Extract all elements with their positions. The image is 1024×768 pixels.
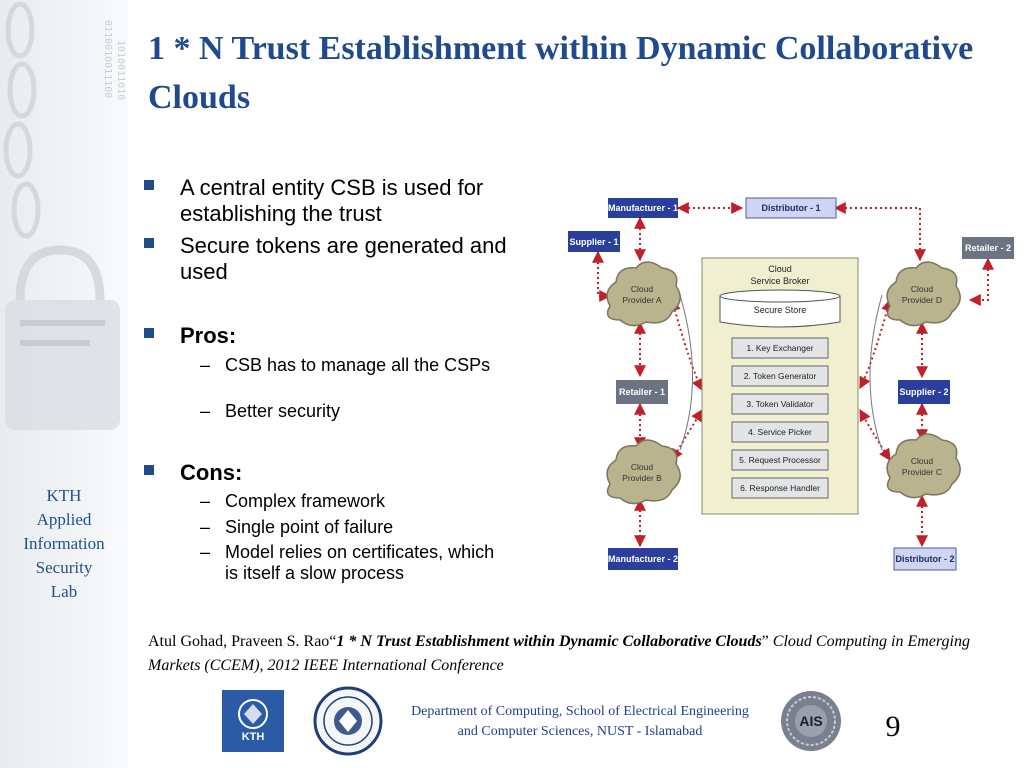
broker-module-label: 6. Response Handler xyxy=(740,483,820,493)
sidebar-lab-line: KTH xyxy=(46,486,82,505)
broker-module-label: 5. Request Processor xyxy=(739,455,821,465)
distributor2-box xyxy=(893,547,957,571)
retailer2-box xyxy=(962,237,1014,259)
cloud-label: Provider B xyxy=(622,473,662,483)
retailer1-box xyxy=(616,380,668,404)
manufacturer1-label: Manufacturer - 1 xyxy=(608,203,678,213)
broker-module-box xyxy=(731,393,829,415)
supplier2-label: Supplier - 2 xyxy=(899,387,948,397)
manufacturer2-box xyxy=(608,548,678,570)
bullet-square-icon xyxy=(144,238,154,248)
broker-module-box xyxy=(731,337,829,359)
sub-bullet-text: Better security xyxy=(225,401,341,421)
bullet-square-icon xyxy=(144,180,154,190)
kth-logo-text: KTH xyxy=(242,731,265,743)
sidebar-lab-line: Information xyxy=(23,534,105,553)
slide-title: 1 * N Trust Establishment within Dynamic… xyxy=(148,30,974,116)
trust-architecture-diagram: Manufacturer - 1 Distributor - 1 Supplie… xyxy=(568,197,1014,571)
manufacturer2-label: Manufacturer - 2 xyxy=(608,554,678,564)
ais-logo: AIS xyxy=(781,691,841,751)
dash-icon: – xyxy=(200,517,211,537)
sidebar-lab-line: Security xyxy=(35,558,93,577)
svg-text:1010011010: 1010011010 xyxy=(115,40,126,100)
supplier1-box xyxy=(568,231,620,252)
broker-module-label: 2. Token Generator xyxy=(744,371,817,381)
secure-store-cylinder: Secure Store xyxy=(719,289,841,328)
sub-bullet-text: Model relies on certificates, which is i… xyxy=(225,542,495,583)
supplier2-box xyxy=(898,380,950,404)
cons-heading: Cons: xyxy=(180,460,243,485)
citation-close-quote: ” xyxy=(761,633,769,650)
sidebar: 0110010011100 1010011010 KTH Applied Inf… xyxy=(0,0,128,768)
cloud-label: Cloud xyxy=(911,456,933,466)
citation-paper-title: 1 * N Trust Establishment within Dynamic… xyxy=(336,633,762,650)
page-number: 9 xyxy=(885,710,901,743)
pros-heading: Pros: xyxy=(180,323,237,348)
kth-logo: KTH xyxy=(222,690,284,752)
nust-seal-logo xyxy=(313,686,383,756)
distributor1-box xyxy=(745,197,837,219)
broker-title: Service Broker xyxy=(750,276,809,286)
link-cloudC-broker xyxy=(859,408,891,462)
broker-module-label: 1. Key Exchanger xyxy=(746,343,813,353)
bullet-square-icon xyxy=(144,328,154,338)
cloud-label: Cloud xyxy=(631,462,653,472)
supplier1-label: Supplier - 1 xyxy=(569,237,618,247)
citation-authors: Atul Gohad, Praveen S. Rao“ xyxy=(148,633,337,650)
sub-bullet-text: Complex framework xyxy=(225,491,386,511)
dash-icon: – xyxy=(200,491,211,511)
link-retailer2-cloudD xyxy=(968,257,994,306)
cloud-label: Provider D xyxy=(902,295,942,305)
bullet-text: A central entity CSB is used for establi… xyxy=(180,175,484,226)
chain-lock-illustration: 0110010011100 1010011010 xyxy=(3,1,126,430)
link-distributor1-cloudD xyxy=(833,202,926,262)
retailer1-label: Retailer - 1 xyxy=(619,387,665,397)
sidebar-lab-line: Applied xyxy=(36,510,92,529)
department-text: Department of Computing, School of Elect… xyxy=(411,704,749,739)
svg-text:0110010011100: 0110010011100 xyxy=(102,20,113,98)
retailer2-label: Retailer - 2 xyxy=(965,243,1011,253)
link-supplier1-cloudA xyxy=(592,250,612,302)
cloud-provider-b: Cloud Provider B xyxy=(606,439,681,505)
link-cloudA-broker xyxy=(669,298,703,392)
cloud-provider-a: Cloud Provider A xyxy=(606,261,681,327)
broker-module-box xyxy=(731,477,829,499)
citation: Atul Gohad, Praveen S. Rao“1 * N Trust E… xyxy=(148,630,1008,678)
manufacturer1-box xyxy=(608,198,678,218)
bullet-square-icon xyxy=(144,465,154,475)
cloud-provider-c: Cloud Provider C xyxy=(886,433,961,499)
link-cloudD-broker xyxy=(859,298,893,390)
citation-venue: Cloud Computing in Emerging Markets (CCE… xyxy=(148,633,970,674)
broker-module-label: 4. Service Picker xyxy=(748,427,812,437)
sub-bullet-text: CSB has to manage all the CSPs xyxy=(225,355,491,375)
broker-module-box xyxy=(731,449,829,471)
sidebar-lab-name: KTH Applied Information Security Lab xyxy=(0,484,128,604)
cloud-label: Provider A xyxy=(622,295,662,305)
dash-icon: – xyxy=(200,542,211,562)
broker-module-label: 3. Token Validator xyxy=(746,399,813,409)
cloud-label: Cloud xyxy=(911,284,933,294)
broker-title: Cloud xyxy=(768,264,792,274)
distributor2-label: Distributor - 2 xyxy=(895,554,954,564)
link-cloudB-broker xyxy=(671,408,703,462)
cloud-provider-d: Cloud Provider D xyxy=(886,261,961,327)
distributor1-label: Distributor - 1 xyxy=(761,203,820,213)
cloud-label: Cloud xyxy=(631,284,653,294)
sub-bullet-text: Single point of failure xyxy=(225,517,394,537)
sidebar-lab-line: Lab xyxy=(50,582,78,601)
broker-module-box xyxy=(731,421,829,443)
dash-icon: – xyxy=(200,401,211,421)
bullet-text: Secure tokens are generated and used xyxy=(180,233,507,284)
cloud-label: Provider C xyxy=(902,467,942,477)
ais-logo-text: AIS xyxy=(799,713,822,729)
secure-store-label: Secure Store xyxy=(754,305,807,315)
broker-module-box xyxy=(731,365,829,387)
dash-icon: – xyxy=(200,355,211,375)
